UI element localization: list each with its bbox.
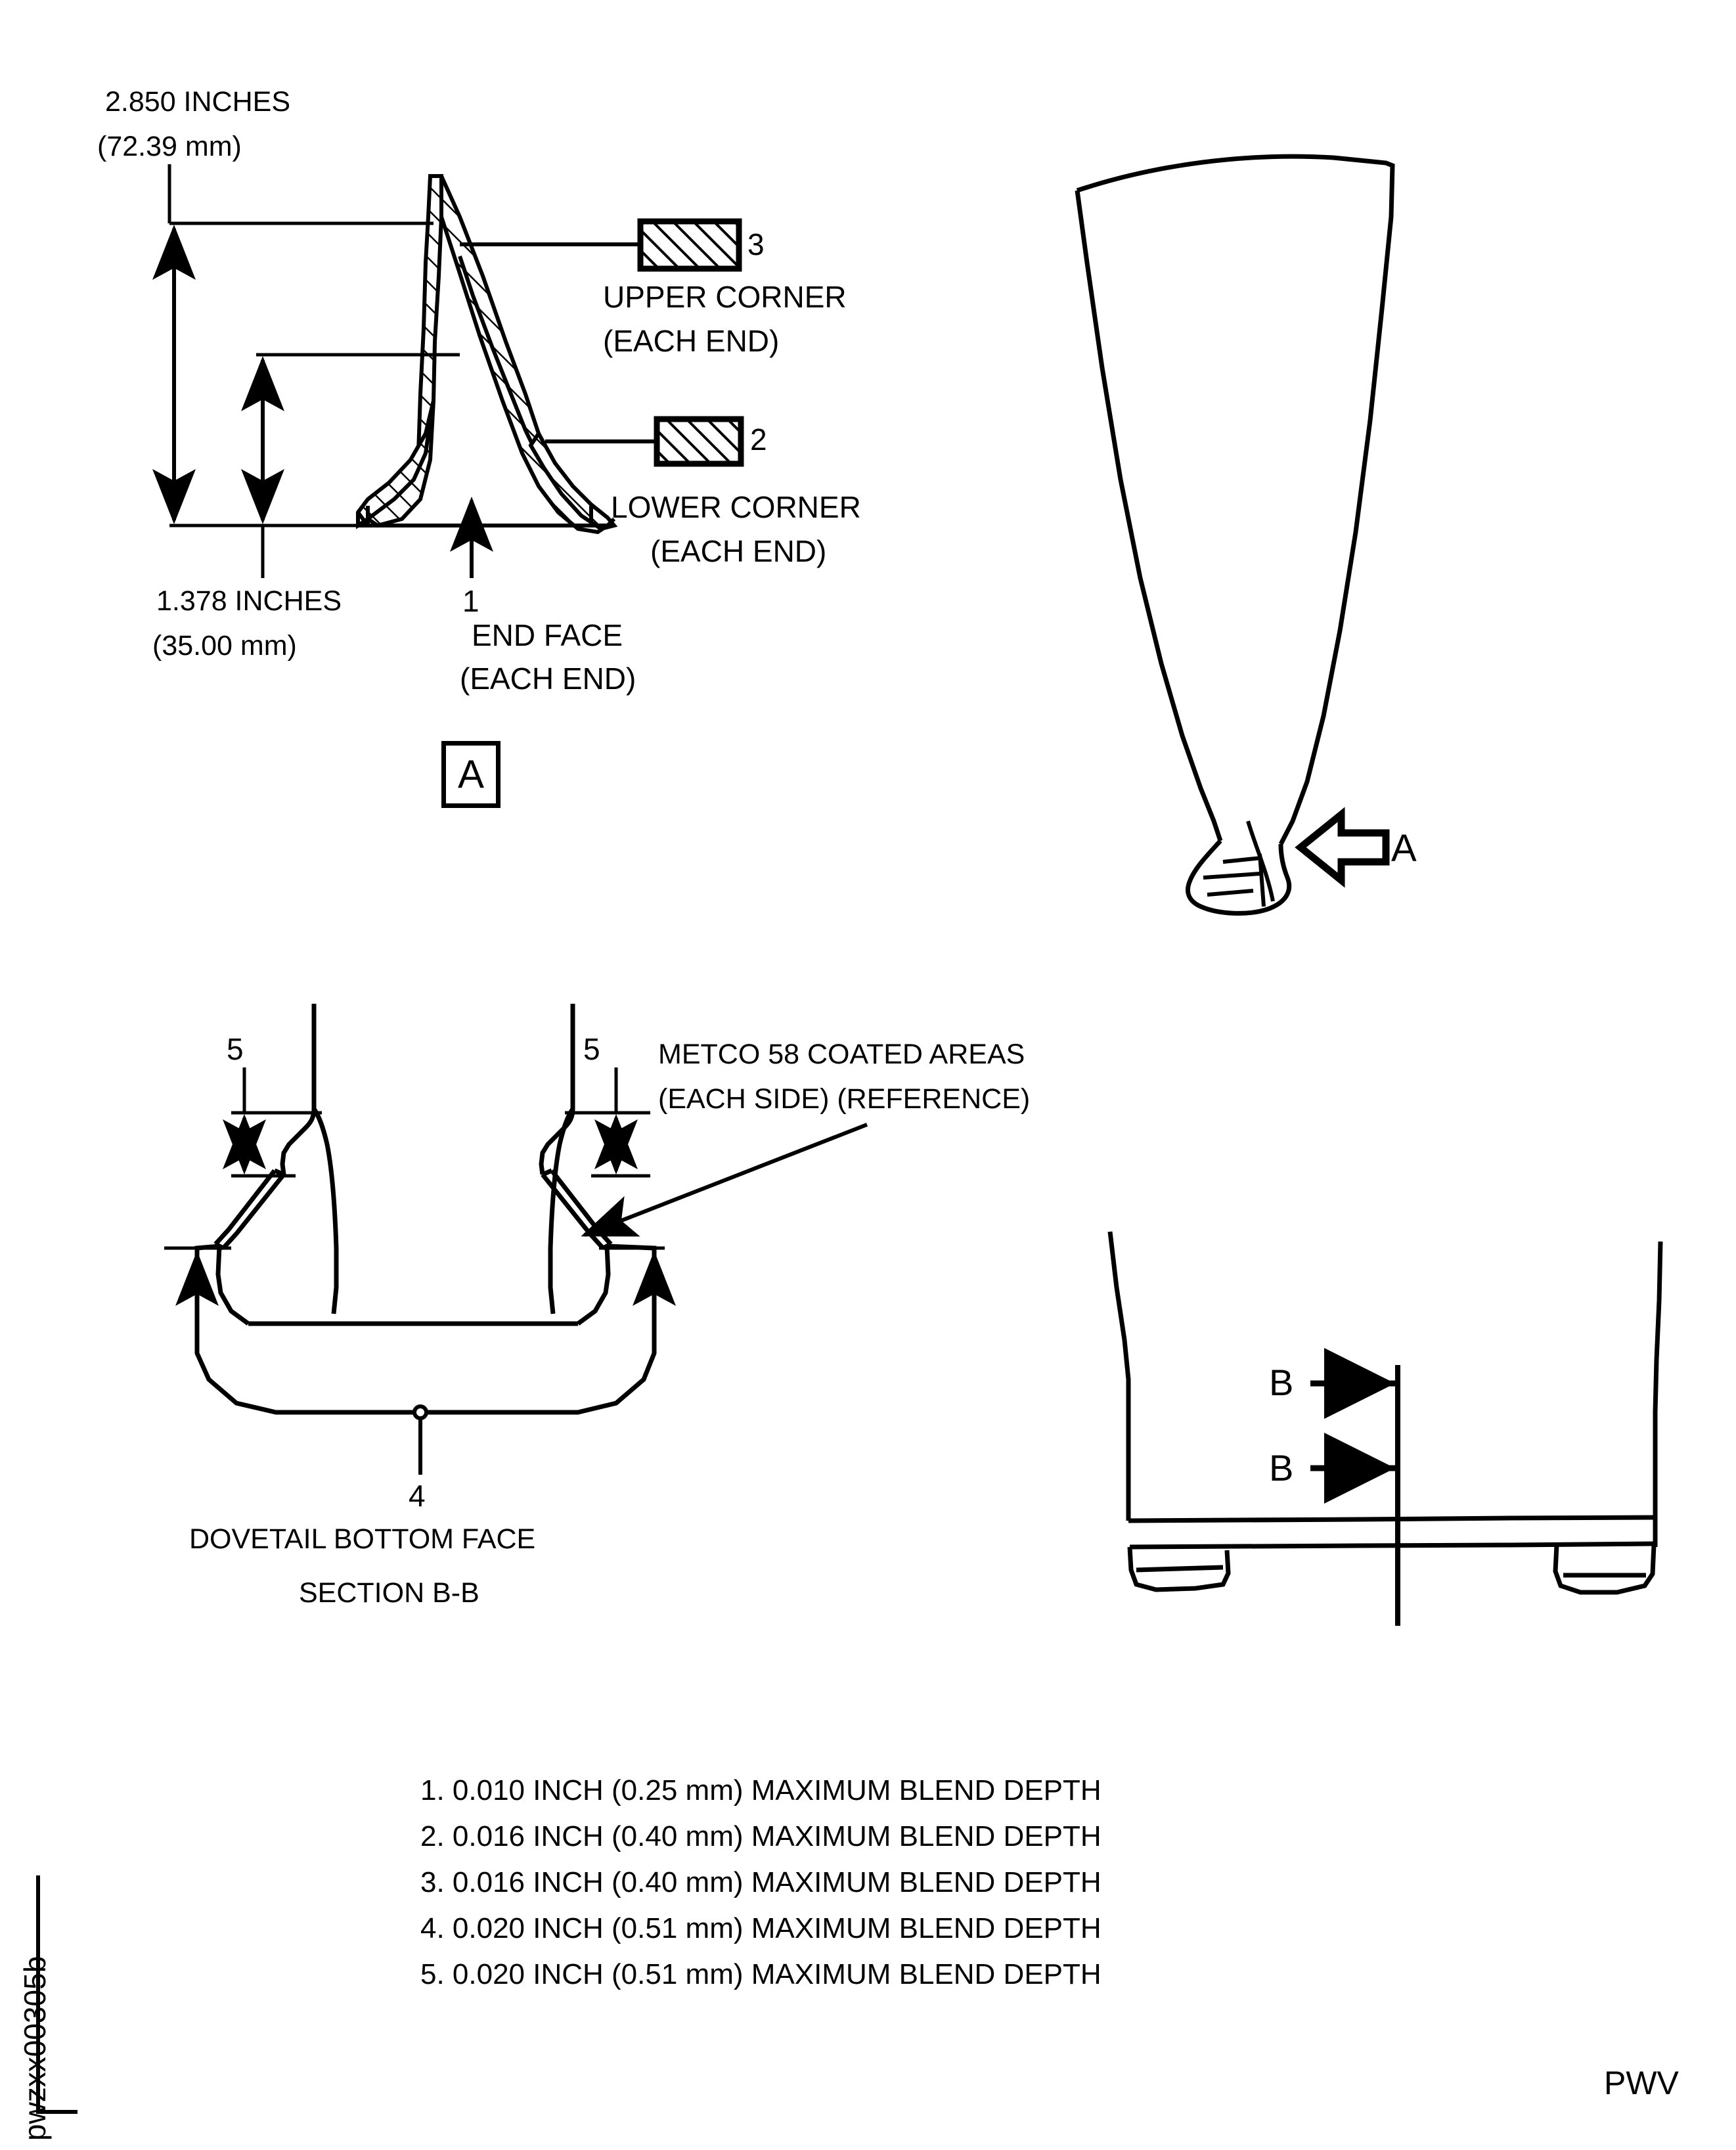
platform-bottom-line [1129,1541,1656,1550]
callout-3-subtitle: (EACH END) [603,324,780,358]
callout-4-dot [412,1404,428,1420]
blade-suction-surface [1076,154,1395,845]
dimension-dovetail-height [241,353,460,578]
dim-overall-inch: 2.850 INCHES [105,86,291,118]
shank-right-inner [548,1108,575,1314]
sheet-id-label: pwzxx00305b [18,1956,52,2141]
note-item-5: 5. 0.020 INCH (0.51 mm) MAXIMUM BLEND DE… [420,1958,1102,1990]
callout-3-title: UPPER CORNER [603,280,847,314]
dimension-overall-height [152,164,460,527]
view-label-a-text: A [457,752,485,796]
blade-pressure-surface [1075,190,1223,842]
platform-top-line [1128,1515,1656,1523]
dovetail-left-lower [215,1245,250,1326]
callout-4-leader [412,1404,428,1475]
corner-mark-pwv: PWV [1604,2065,1679,2101]
section-bb-title: SECTION B-B [299,1577,479,1609]
callout-2-number: 2 [750,422,767,457]
dovetail-right-lower [576,1245,611,1326]
airfoil-trailing-wall [439,175,612,535]
callout-2-hatch-box [654,416,744,467]
metco-leader [581,1123,868,1237]
callout-5-right: 5 [583,1032,600,1066]
callout-2-title: LOWER CORNER [611,490,861,524]
dimension-5-right [565,1067,650,1178]
root-detail-3 [1207,889,1254,897]
callout-1-number: 1 [462,584,479,618]
root-detail-1 [1222,856,1262,864]
root-tab-left [1127,1546,1231,1592]
note-item-3: 3. 0.016 INCH (0.40 mm) MAXIMUM BLEND DE… [420,1866,1102,1898]
dovetail-left-flank-outer [221,1173,286,1250]
dovetail-left-flank-inner [213,1169,277,1246]
root-detail-2 [1203,872,1260,880]
airfoil-inner-cavity [458,256,539,456]
metco-note-line1: METCO 58 COATED AREAS [658,1039,1025,1070]
callout-4-number: 4 [409,1479,426,1513]
dovetail-bottom-face-label: DOVETAIL BOTTOM FACE [189,1523,536,1555]
root-platform-view [1107,1231,1663,1626]
section-letter-b-top: B [1269,1362,1294,1403]
root-detail-5 [1246,820,1275,902]
metco-note-line2: (EACH SIDE) (REFERENCE) [658,1083,1031,1115]
note-item-4: 4. 0.020 INCH (0.51 mm) MAXIMUM BLEND DE… [420,1912,1102,1944]
root-tab-left-detail [1136,1565,1224,1573]
root-left-edge [1107,1231,1131,1521]
dim-dovetail-mm: (35.00 mm) [152,630,297,661]
dovetail-skirt-outline [194,1243,657,1415]
dovetail-right-flank-inner [550,1169,613,1246]
root-right-edge [1653,1241,1663,1547]
callout-1-title: END FACE [472,618,623,652]
callout-3-number: 3 [747,227,765,261]
view-arrow-a-label: A [1391,827,1417,870]
view-arrow-a [1295,807,1390,888]
shank-left-inner [312,1108,339,1314]
blade-outline-view [1075,154,1395,916]
callout-2-subtitle: (EACH END) [650,534,827,568]
dimension-bottom-face [164,1246,676,1340]
callout-5-left: 5 [227,1032,244,1066]
view-label-box-a: A [441,741,501,808]
note-item-2: 2. 0.016 INCH (0.40 mm) MAXIMUM BLEND DE… [420,1820,1102,1852]
dim-overall-mm: (72.39 mm) [97,131,242,162]
callout-1-subtitle: (EACH END) [460,661,636,696]
callout-3-hatch-box [637,218,742,272]
dimension-5-left [223,1067,322,1178]
dovetail-left-neck [280,1004,317,1175]
dovetail-left-flank-cap-top [273,1168,285,1177]
sheet-id-bracket [36,1875,78,2114]
section-letter-b-bottom: B [1269,1447,1294,1489]
blade-root-bulb [1186,839,1292,916]
root-tab-right [1553,1544,1657,1595]
note-item-1: 1. 0.010 INCH (0.25 mm) MAXIMUM BLEND DE… [420,1774,1102,1806]
dim-dovetail-inch: 1.378 INCHES [156,585,342,617]
